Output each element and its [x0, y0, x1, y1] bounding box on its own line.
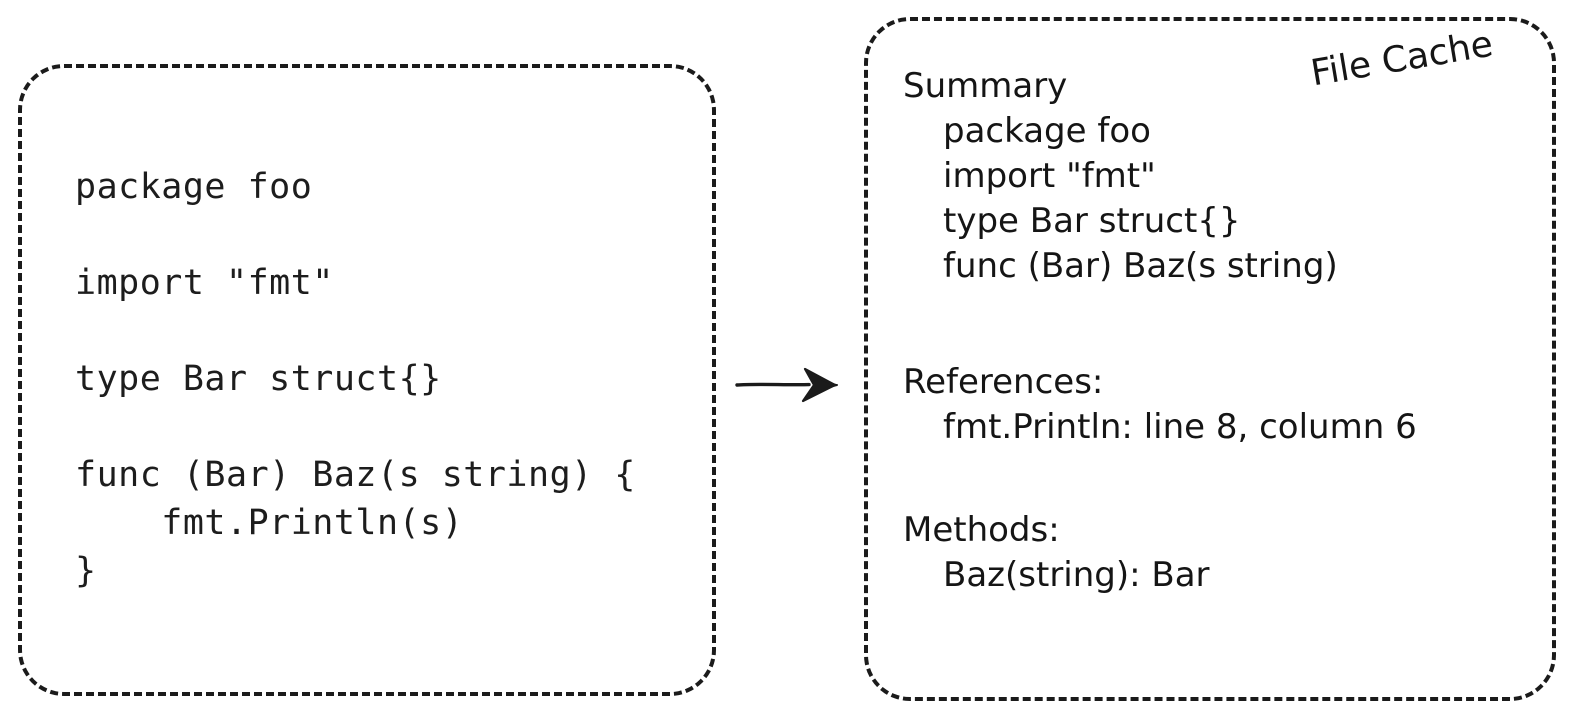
references-heading: References:	[903, 362, 1104, 402]
source-file-box	[18, 64, 716, 696]
summary-item: func (Bar) Baz(s string)	[943, 246, 1338, 286]
summary-heading: Summary	[903, 66, 1068, 106]
summary-section: Summary package foo import "fmt" type Ba…	[903, 64, 1338, 289]
references-item: fmt.Println: line 8, column 6	[943, 407, 1417, 447]
code-line: }	[75, 551, 97, 591]
code-line-blank	[75, 403, 636, 451]
summary-item: type Bar struct{}	[943, 201, 1241, 241]
source-code-listing: package foo import "fmt" type Bar struct{}…	[75, 163, 636, 595]
code-line: package foo	[75, 167, 313, 207]
code-line-blank	[75, 211, 636, 259]
code-line: type Bar struct{}	[75, 359, 442, 399]
code-line: func (Bar) Baz(s string) {	[75, 455, 636, 495]
references-section: References: fmt.Println: line 8, column …	[903, 360, 1417, 450]
summary-item: import "fmt"	[943, 156, 1156, 196]
summary-item: package foo	[943, 111, 1151, 151]
code-line: import "fmt"	[75, 263, 334, 303]
methods-item: Baz(string): Bar	[943, 555, 1210, 595]
flow-arrow-icon	[735, 367, 838, 403]
file-cache-box	[864, 17, 1556, 701]
methods-heading: Methods:	[903, 510, 1060, 550]
code-line-blank	[75, 307, 636, 355]
methods-section: Methods: Baz(string): Bar	[903, 508, 1210, 598]
code-line: fmt.Println(s)	[75, 503, 464, 543]
